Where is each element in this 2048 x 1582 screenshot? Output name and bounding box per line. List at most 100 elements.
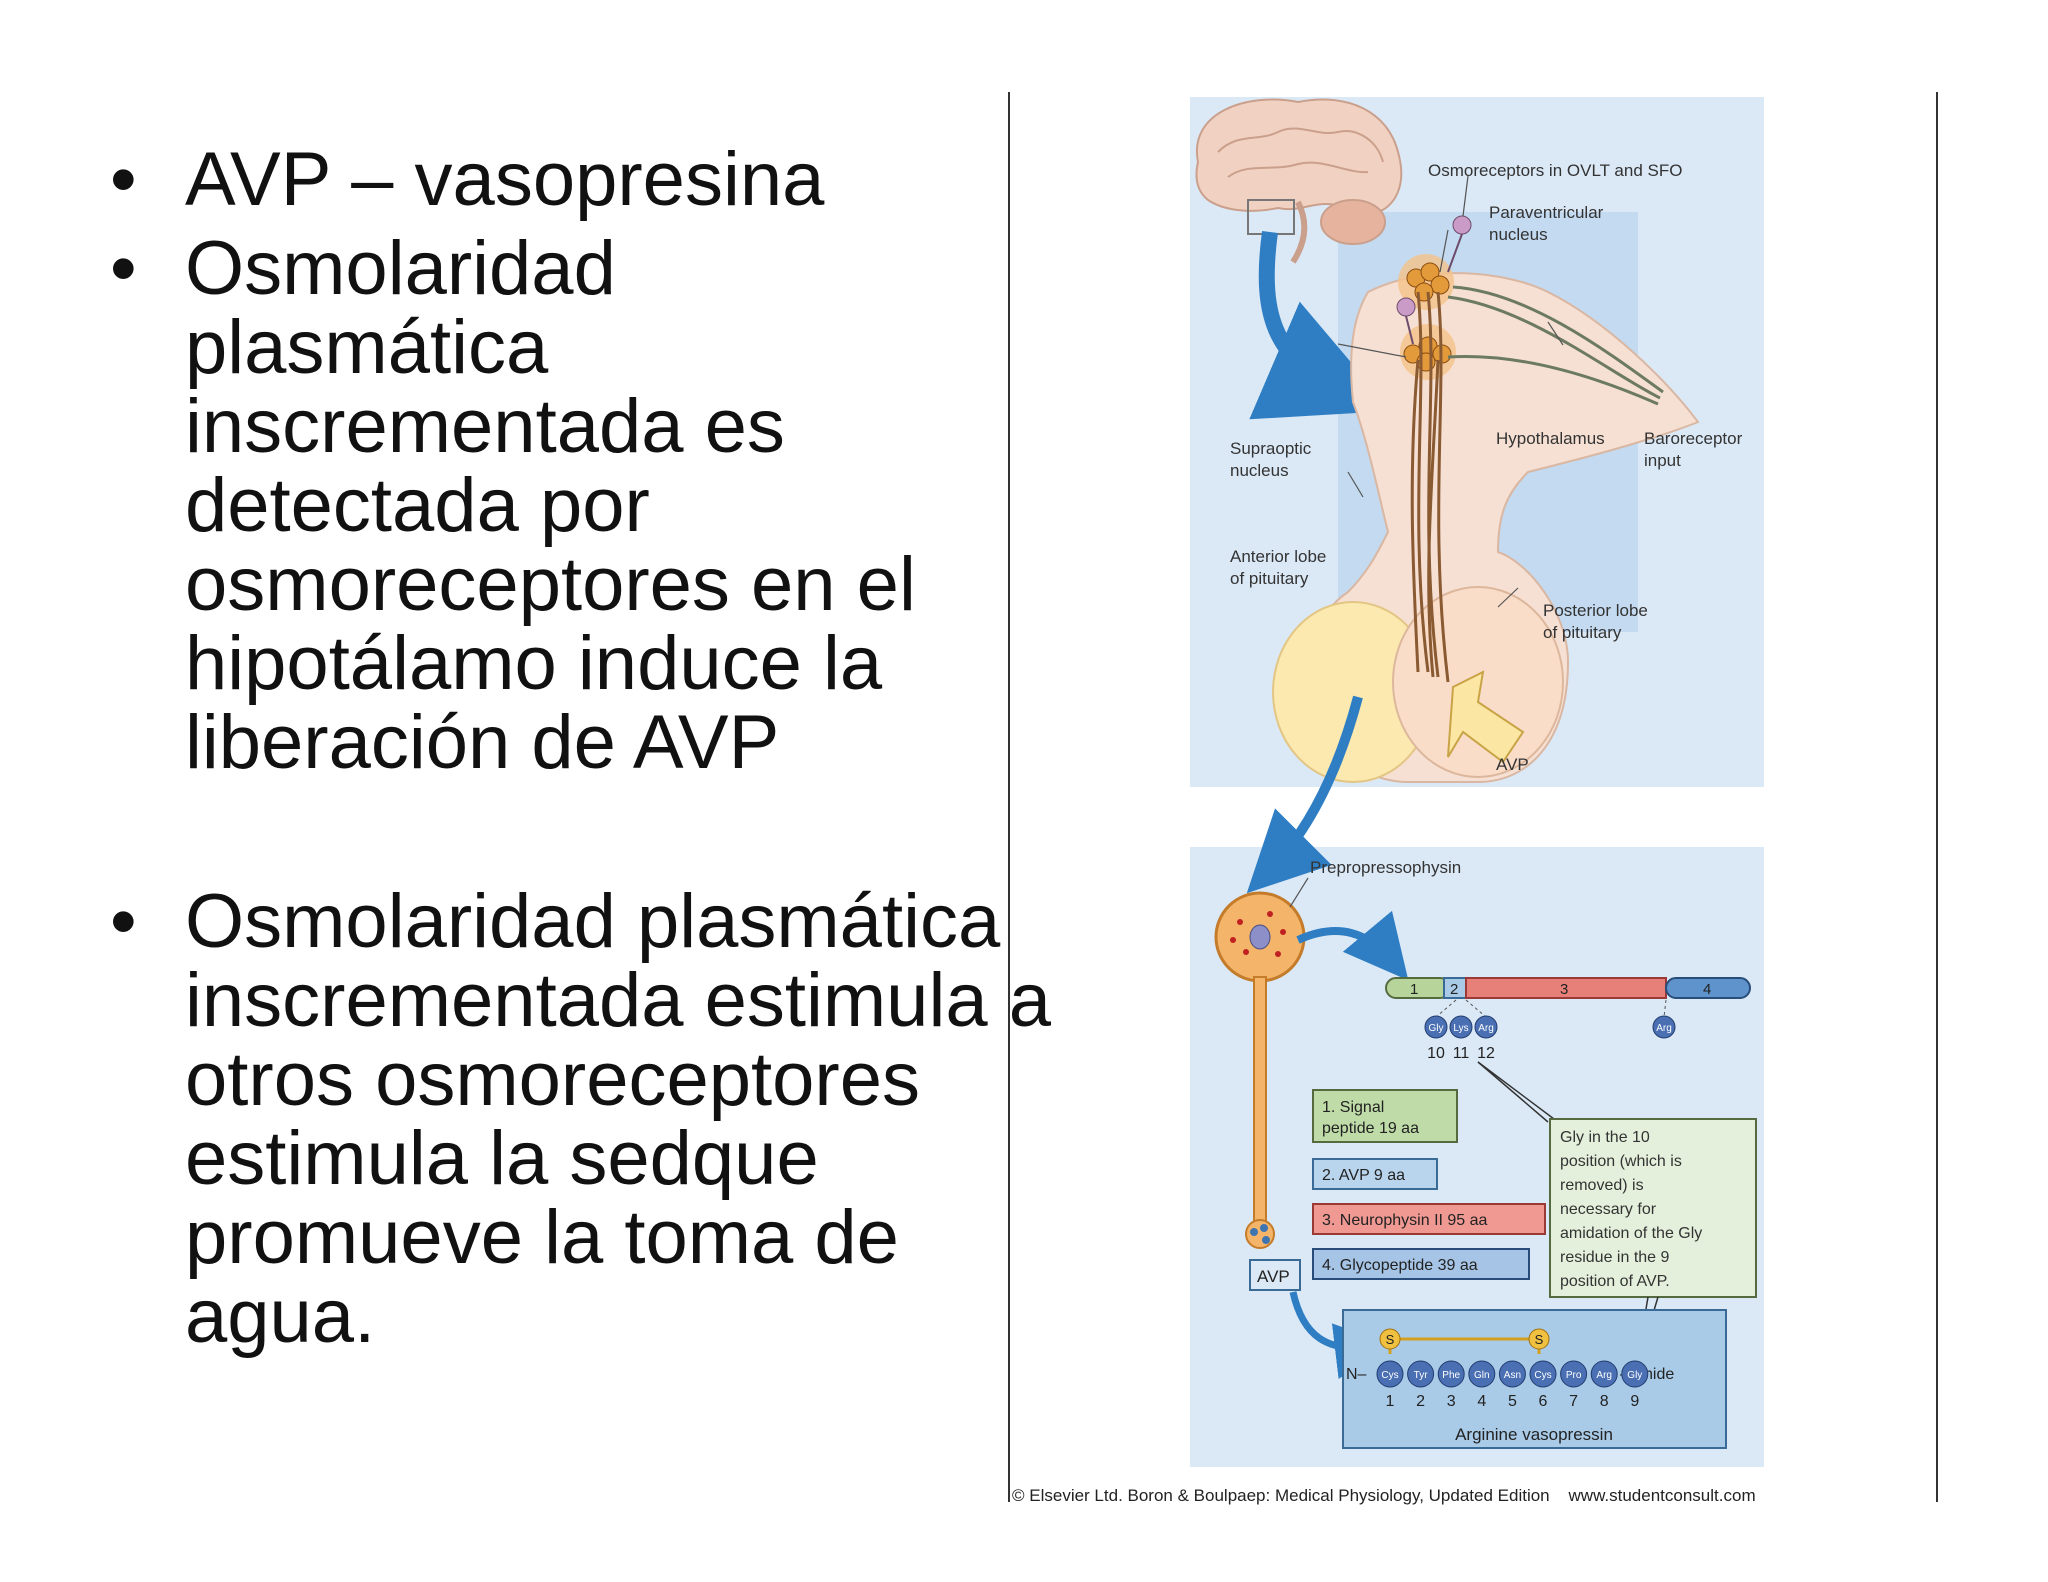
- bullet-text: Osmolaridad plasmática inscrementada est…: [185, 879, 1051, 1359]
- note-line-1: Gly in the 10: [1560, 1129, 1650, 1146]
- residue-lys: Lys: [1453, 1023, 1468, 1034]
- bullet-item: • Osmolaridad plasmática inscrementada e…: [110, 229, 965, 782]
- peptide-residue-label: Cys: [1381, 1370, 1398, 1381]
- label-supraoptic-2: nucleus: [1230, 461, 1289, 480]
- magnify-arrow: [1246, 695, 1363, 894]
- peptide-residue: [1376, 1360, 1404, 1388]
- bullet-text: Osmolaridad plasmática inscrementada es …: [185, 226, 916, 785]
- sulfur-2: S: [1535, 1332, 1544, 1347]
- bullet-text: AVP – vasopresina: [185, 137, 825, 222]
- peptide-residue-label: Phe: [1442, 1370, 1460, 1381]
- segment-label-2: 2: [1450, 981, 1458, 998]
- peptide-residue-label: Gln: [1474, 1370, 1490, 1381]
- label-baroreceptor-2: input: [1644, 451, 1681, 470]
- peptide-position-number: 9: [1630, 1393, 1639, 1410]
- legend-signal: [1312, 1089, 1458, 1143]
- disulfide-bridge: S S: [1379, 1328, 1550, 1354]
- segment-label-3: 3: [1560, 981, 1568, 998]
- n-terminus: N–: [1346, 1366, 1367, 1383]
- avp-label: AVP: [1257, 1267, 1290, 1286]
- label-osmoreceptors: Osmoreceptors in OVLT and SFO: [1428, 161, 1682, 180]
- supraoptic-nucleus: [1400, 324, 1456, 380]
- peptide-position-number: 2: [1416, 1393, 1425, 1410]
- svg-text:Gly in the 10 position (: Gly in the 10 position (which is removed…: [1560, 1129, 1707, 1290]
- peptide-residue-label: Asn: [1504, 1370, 1521, 1381]
- brain-icon: [1195, 98, 1403, 264]
- peptide-residue: [1468, 1360, 1496, 1388]
- peptide-position-number: 7: [1569, 1393, 1578, 1410]
- segment-glycopeptide: [1665, 977, 1751, 999]
- peptide-residue: [1498, 1360, 1526, 1388]
- legend-signal-text-1: 1. Signal: [1322, 1099, 1384, 1116]
- label-supraoptic: Supraoptic: [1230, 439, 1312, 458]
- prepro-leader: [1289, 877, 1309, 908]
- legend-glycopeptide-text: 4. Glycopeptide 39 aa: [1322, 1257, 1478, 1274]
- highlighted-residues: Gly Lys Arg Arg 10 11 12: [1424, 999, 1676, 1062]
- label-posterior-lobe: Posterior lobe: [1543, 601, 1648, 620]
- leader-lines: [1337, 175, 1564, 608]
- label-paraventricular-2: nucleus: [1489, 225, 1548, 244]
- residue-arg: Arg: [1478, 1023, 1494, 1034]
- osmoreceptor-neurons: [1396, 215, 1472, 345]
- peptide-residue: [1621, 1360, 1649, 1388]
- axon-tracts: [1410, 285, 1664, 683]
- peptide-residue: [1407, 1360, 1435, 1388]
- label-baroreceptor: Baroreceptor: [1644, 429, 1743, 448]
- bullet-item: • AVP – vasopresina: [110, 140, 1010, 219]
- peptide-residue-label: Arg: [1596, 1370, 1612, 1381]
- bullet-marker: •: [110, 879, 137, 964]
- residue-arg-end: Arg: [1656, 1023, 1672, 1034]
- bullet-item: • Osmolaridad plasmática inscrementada e…: [110, 882, 1095, 1356]
- peptide-residue-label: Tyr: [1414, 1370, 1429, 1381]
- segment-label-1: 1: [1410, 981, 1418, 998]
- note-line-4: necessary for: [1560, 1201, 1657, 1218]
- bullet-marker: •: [110, 226, 137, 311]
- residue-number-11: 11: [1453, 1045, 1470, 1062]
- bullet-marker: •: [110, 137, 137, 222]
- avp-physiology-figure: Osmoreceptors in OVLT and SFO Paraventri…: [1008, 92, 1938, 1505]
- cell-to-gene-arrow: [1296, 910, 1409, 981]
- sulfur-1: S: [1386, 1332, 1395, 1347]
- peptide-residue-label: Gly: [1627, 1370, 1642, 1381]
- peptide-position-number: 4: [1477, 1393, 1486, 1410]
- prohormone-bar: 1 2 3 4: [1385, 977, 1751, 999]
- peptide-position-number: 5: [1508, 1393, 1517, 1410]
- peptide-position-number: 3: [1447, 1393, 1456, 1410]
- label-avp-arrow: AVP: [1496, 755, 1529, 774]
- legend-avp-text: 2. AVP 9 aa: [1322, 1167, 1405, 1184]
- label-posterior-lobe-2: of pituitary: [1543, 623, 1622, 642]
- label-arginine-vasopressin: Arginine vasopressin: [1455, 1425, 1613, 1444]
- label-anterior-lobe-2: of pituitary: [1230, 569, 1309, 588]
- legend-avp: [1312, 1158, 1438, 1190]
- gly-note: Gly in the 10 position (which is removed…: [1477, 1061, 1757, 1358]
- note-line-7: position of AVP.: [1560, 1273, 1670, 1290]
- label-prepro: Prepropressophysin: [1310, 858, 1461, 877]
- peptide-position-number: 1: [1386, 1393, 1395, 1410]
- zoom-arrow: [1249, 230, 1393, 420]
- peptide-residue: [1529, 1360, 1557, 1388]
- note-line-5: amidation of the Gly: [1560, 1225, 1702, 1242]
- legend-glycopeptide: [1312, 1248, 1530, 1280]
- peptide-position-number: 6: [1539, 1393, 1548, 1410]
- residue-number-12: 12: [1477, 1045, 1495, 1062]
- label-paraventricular: Paraventricular: [1489, 203, 1604, 222]
- peptide-residue: [1437, 1360, 1465, 1388]
- note-line-2: position (which is: [1560, 1153, 1682, 1170]
- residue-gly: Gly: [1429, 1023, 1444, 1034]
- avp-release-arrow: [1447, 670, 1525, 764]
- figure-credit: © Elsevier Ltd. Boron & Boulpaep: Medica…: [1012, 1486, 1756, 1505]
- note-line-6: residue in the 9: [1560, 1249, 1670, 1266]
- legend-neurophysin-text: 3. Neurophysin II 95 aa: [1322, 1212, 1488, 1229]
- avp-label-box: [1249, 1259, 1301, 1291]
- peptide-residue: [1560, 1360, 1588, 1388]
- peptide-residue-label: Cys: [1534, 1370, 1551, 1381]
- label-hypothalamus: Hypothalamus: [1496, 429, 1605, 448]
- peptide-position-number: 8: [1600, 1393, 1609, 1410]
- residue-number-10: 10: [1427, 1045, 1445, 1062]
- bullet-list: • AVP – vasopresina • Osmolaridad plasmá…: [110, 140, 1051, 1356]
- peptide-residue: [1590, 1360, 1618, 1388]
- legend-signal-text-2: peptide 19 aa: [1322, 1120, 1419, 1137]
- legend-neurophysin: [1312, 1203, 1546, 1235]
- label-anterior-lobe: Anterior lobe: [1230, 547, 1326, 566]
